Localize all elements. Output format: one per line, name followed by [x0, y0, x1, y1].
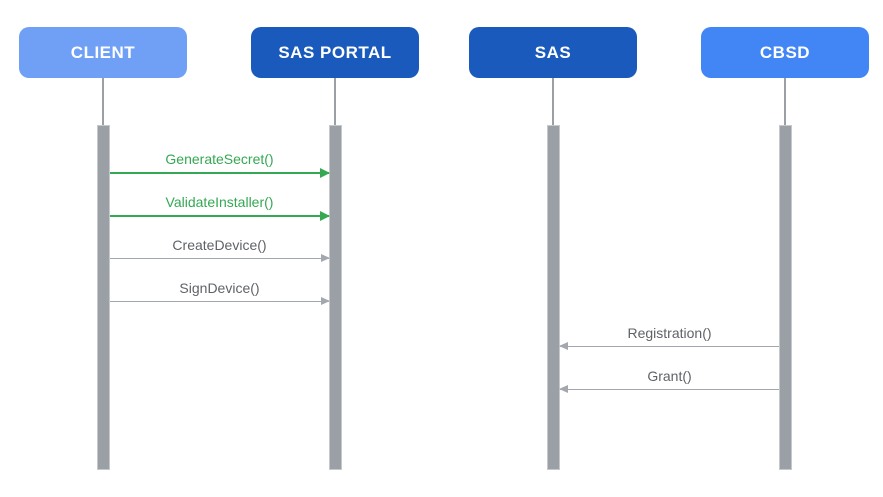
arrowhead-right-icon — [321, 297, 330, 305]
lifeline-client — [102, 78, 104, 125]
message-sign-device: SignDevice() — [110, 280, 330, 305]
message-label-grant: Grant() — [647, 368, 692, 384]
actor-box-sas: SAS — [469, 27, 637, 78]
activation-bar-client — [97, 125, 110, 470]
message-create-device: CreateDevice() — [110, 237, 330, 262]
actor-label-client: CLIENT — [70, 42, 136, 62]
arrowhead-right-icon — [321, 254, 330, 262]
arrowhead-left-icon — [559, 342, 568, 350]
arrowhead-right-icon — [320, 168, 330, 178]
arrow-line-grant — [559, 385, 779, 393]
activation-bar-sas — [547, 125, 560, 470]
message-label-create-device: CreateDevice() — [172, 237, 267, 253]
arrow-line-validate-installer — [110, 211, 330, 221]
actor-label-sas-portal: SAS PORTAL — [278, 42, 392, 62]
message-label-sign-device: SignDevice() — [179, 280, 260, 296]
message-label-validate-installer: ValidateInstaller() — [165, 194, 274, 210]
actor-box-sas-portal: SAS PORTAL — [251, 27, 419, 78]
arrow-line-create-device — [110, 254, 330, 262]
arrow-line-registration — [559, 342, 779, 350]
arrowhead-left-icon — [559, 385, 568, 393]
message-generate-secret: GenerateSecret() — [110, 151, 330, 178]
message-registration: Registration() — [559, 325, 779, 350]
activation-bar-sas-portal — [329, 125, 342, 470]
lifeline-sas — [552, 78, 554, 125]
actor-box-cbsd: CBSD — [701, 27, 869, 78]
actor-label-sas: SAS — [534, 42, 572, 62]
activation-bar-cbsd — [779, 125, 792, 470]
actor-box-client: CLIENT — [19, 27, 187, 78]
message-label-registration: Registration() — [627, 325, 712, 341]
actor-label-cbsd: CBSD — [759, 42, 811, 62]
arrow-line-sign-device — [110, 297, 330, 305]
message-validate-installer: ValidateInstaller() — [110, 194, 330, 221]
message-label-generate-secret: GenerateSecret() — [165, 151, 274, 167]
arrow-line-generate-secret — [110, 168, 330, 178]
arrowhead-right-icon — [320, 211, 330, 221]
lifeline-cbsd — [784, 78, 786, 125]
message-grant: Grant() — [559, 368, 779, 393]
lifeline-sas-portal — [334, 78, 336, 125]
